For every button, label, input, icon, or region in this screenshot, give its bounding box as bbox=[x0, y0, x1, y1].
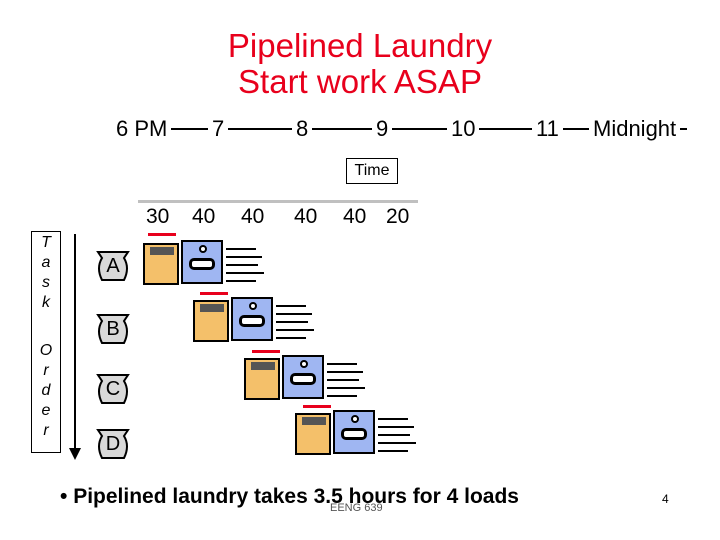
timeline-axis bbox=[122, 128, 687, 130]
laundry-bag-icon: A bbox=[94, 250, 132, 282]
laundry-bag-icon: B bbox=[94, 313, 132, 345]
folded-clothes-icon bbox=[378, 414, 418, 464]
order-arrow-head-icon bbox=[69, 448, 81, 460]
task-order-char: a bbox=[41, 254, 51, 271]
hour-label: 6 PM bbox=[112, 116, 172, 142]
duration-label: 20 bbox=[384, 205, 412, 229]
stage-marker bbox=[200, 292, 228, 295]
task-order-char: e bbox=[41, 402, 51, 419]
hour-label: 8 bbox=[292, 116, 313, 142]
footer-course: EENG 639 bbox=[330, 502, 383, 514]
task-order-char: d bbox=[41, 382, 51, 399]
load-label: A bbox=[106, 255, 120, 277]
folded-clothes-icon bbox=[276, 301, 316, 351]
page-number: 4 bbox=[662, 492, 669, 506]
time-axis-label: Time bbox=[346, 158, 398, 184]
title-line-1: Pipelined Laundry bbox=[227, 27, 493, 64]
stage-marker bbox=[252, 350, 280, 353]
dryer-icon bbox=[231, 297, 273, 341]
dryer-icon bbox=[333, 410, 375, 454]
summary-text: Pipelined laundry takes 3.5 hours for 4 … bbox=[73, 485, 519, 508]
load-label: D bbox=[105, 433, 121, 455]
stage-marker bbox=[303, 405, 331, 408]
duration-label: 30 bbox=[144, 205, 172, 229]
title-line-2: Start work ASAP bbox=[238, 63, 482, 100]
hour-label: 11 bbox=[532, 116, 563, 142]
duration-label: 40 bbox=[341, 205, 369, 229]
task-order-char: T bbox=[41, 234, 51, 251]
task-order-char: r bbox=[43, 422, 49, 439]
washer-icon bbox=[193, 300, 229, 342]
order-arrow bbox=[74, 234, 76, 452]
hour-label: Midnight bbox=[589, 116, 681, 142]
laundry-bag-icon: C bbox=[94, 373, 132, 405]
durations-bar bbox=[138, 200, 418, 203]
dryer-icon bbox=[282, 355, 324, 399]
task-order-char: O bbox=[39, 342, 53, 359]
duration-label: 40 bbox=[292, 205, 320, 229]
load-label: C bbox=[105, 378, 121, 400]
hour-label: 7 bbox=[208, 116, 229, 142]
folded-clothes-icon bbox=[327, 359, 367, 409]
duration-label: 40 bbox=[190, 205, 218, 229]
load-label: B bbox=[106, 318, 120, 340]
hour-label: 10 bbox=[447, 116, 480, 142]
dryer-icon bbox=[181, 240, 223, 284]
hour-label: 9 bbox=[372, 116, 393, 142]
summary-bullet: • Pipelined laundry takes 3.5 hours for … bbox=[60, 485, 519, 508]
task-order-char: k bbox=[42, 294, 50, 311]
task-order-label: T a s k O r d e r bbox=[31, 231, 61, 453]
duration-label: 40 bbox=[239, 205, 267, 229]
task-order-char: s bbox=[42, 274, 50, 291]
task-order-char: r bbox=[43, 362, 49, 379]
washer-icon bbox=[143, 243, 179, 285]
folded-clothes-icon bbox=[226, 244, 266, 294]
laundry-bag-icon: D bbox=[94, 428, 132, 460]
washer-icon bbox=[295, 413, 331, 455]
washer-icon bbox=[244, 358, 280, 400]
stage-marker bbox=[148, 233, 176, 236]
